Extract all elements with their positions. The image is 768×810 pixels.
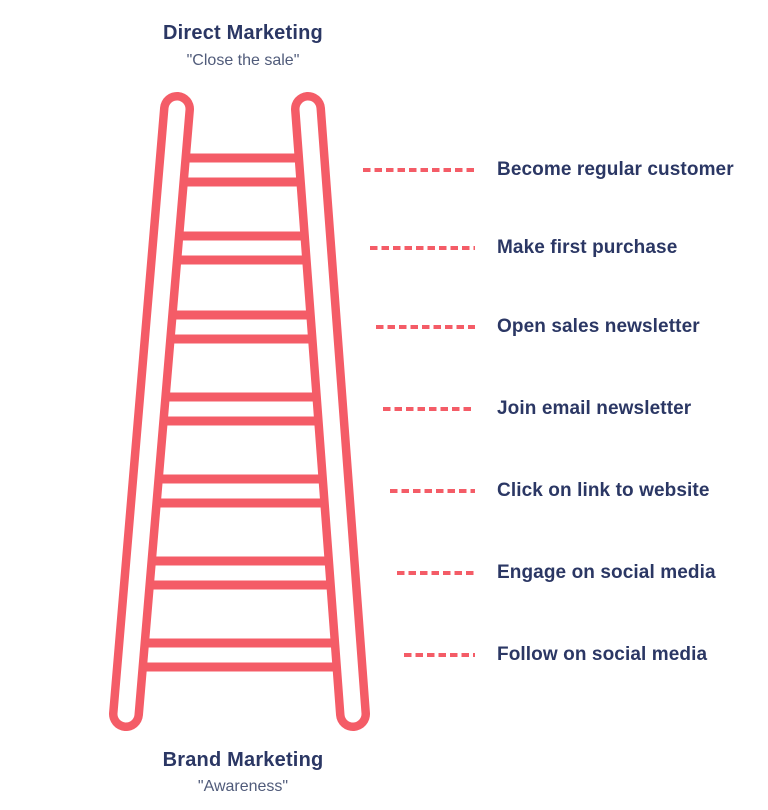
- step-label: Click on link to website: [497, 480, 710, 501]
- ladder-step-row: Make first purchase: [370, 234, 677, 262]
- step-dash-line: [383, 407, 475, 411]
- brand-marketing-subtitle: "Awareness": [197, 778, 289, 795]
- ladder-rails-inner: [117, 100, 362, 723]
- ladder-step-row: Follow on social media: [404, 641, 707, 669]
- step-label: Make first purchase: [497, 237, 678, 258]
- ladder-step-row: Become regular customer: [363, 156, 734, 184]
- ladder-step-row: Engage on social media: [397, 559, 716, 587]
- step-label: Follow on social media: [497, 644, 708, 665]
- ladder-rungs: [130, 153, 350, 672]
- step-dash-line: [370, 246, 475, 250]
- ladder-step-row: Open sales newsletter: [376, 313, 700, 341]
- step-label: Join email newsletter: [497, 398, 692, 419]
- step-label: Engage on social media: [497, 562, 716, 583]
- step-dash-line: [404, 653, 475, 657]
- step-dash-line: [397, 571, 475, 575]
- step-dash-line: [390, 489, 475, 493]
- direct-marketing-subtitle: "Close the sale": [186, 52, 300, 69]
- direct-marketing-title: Direct Marketing: [163, 22, 323, 44]
- step-dash-line: [376, 325, 475, 329]
- ladder-step-row: Join email newsletter: [383, 395, 691, 423]
- brand-marketing-title: Brand Marketing: [162, 749, 324, 771]
- step-label: Become regular customer: [497, 159, 734, 180]
- step-label: Open sales newsletter: [497, 316, 700, 337]
- step-dash-line: [363, 168, 475, 172]
- ladder-step-row: Click on link to website: [390, 477, 710, 505]
